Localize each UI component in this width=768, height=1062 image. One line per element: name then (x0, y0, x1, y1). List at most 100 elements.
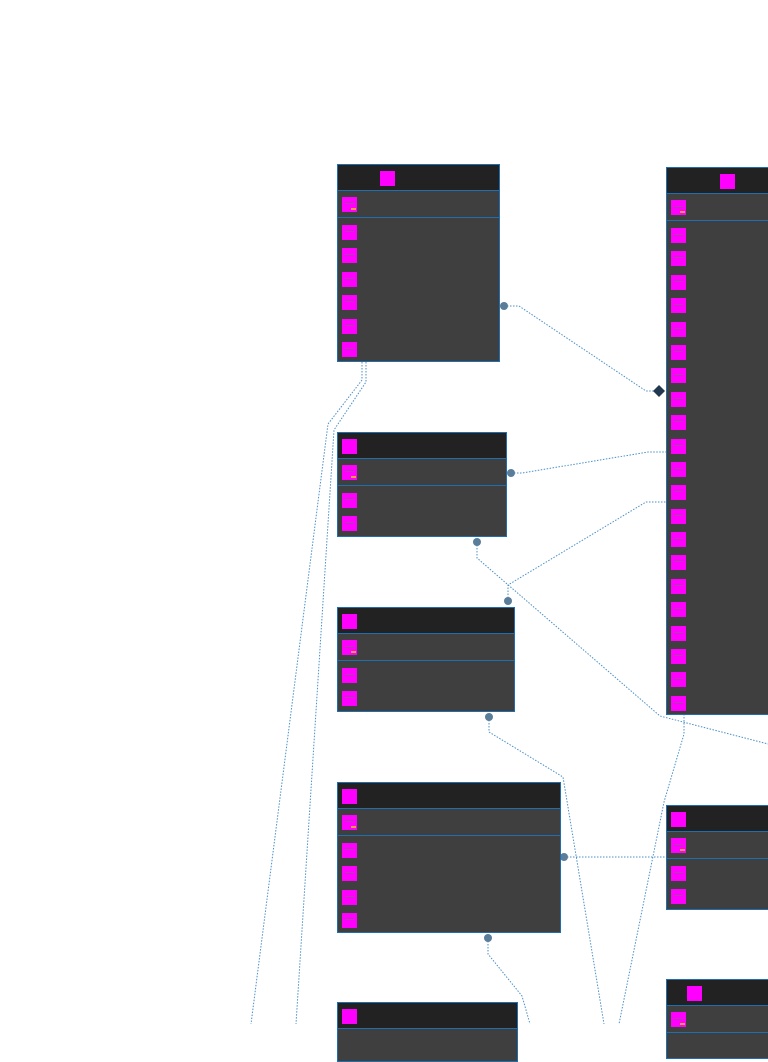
field-row[interactable] (338, 512, 506, 535)
field-type-icon (342, 889, 357, 905)
field-type-icon (342, 866, 357, 882)
field-type-icon (671, 251, 686, 267)
field-row[interactable] (338, 315, 499, 338)
entity-table[interactable] (337, 432, 507, 537)
field-type-icon (342, 295, 357, 311)
key-field-row[interactable] (338, 191, 499, 218)
connection-port[interactable] (473, 538, 481, 546)
field-row[interactable] (338, 909, 560, 932)
field-row[interactable] (667, 341, 768, 364)
primary-key-icon (342, 197, 357, 212)
field-row[interactable] (338, 664, 514, 687)
field-row[interactable] (338, 244, 499, 267)
field-row[interactable] (338, 338, 499, 361)
field-row[interactable] (667, 505, 768, 528)
entity-header[interactable] (338, 783, 560, 809)
field-type-icon (671, 508, 686, 524)
entity-table[interactable] (666, 167, 768, 715)
field-row[interactable] (667, 645, 768, 668)
field-type-icon (342, 668, 357, 683)
field-row[interactable] (667, 551, 768, 574)
entity-header[interactable] (338, 165, 499, 191)
field-row[interactable] (338, 886, 560, 909)
field-row[interactable] (667, 224, 768, 247)
field-type-icon (342, 248, 357, 264)
field-type-icon (671, 578, 686, 594)
field-type-icon (671, 672, 686, 688)
entity-table[interactable] (337, 164, 500, 362)
field-row[interactable] (667, 622, 768, 645)
field-row[interactable] (667, 247, 768, 270)
field-type-icon (671, 889, 686, 905)
table-icon (687, 986, 702, 1001)
field-type-icon (671, 415, 686, 431)
table-icon (380, 171, 395, 186)
connection-port[interactable] (504, 597, 512, 605)
field-type-icon (342, 271, 357, 287)
field-row[interactable] (667, 692, 768, 714)
field-type-icon (342, 516, 357, 532)
table-icon (671, 812, 686, 827)
entity-header[interactable] (667, 980, 768, 1006)
connection-port[interactable] (560, 853, 568, 861)
field-type-icon (671, 321, 686, 337)
field-row[interactable] (667, 598, 768, 621)
field-row[interactable] (338, 862, 560, 885)
field-row[interactable] (667, 668, 768, 691)
field-row[interactable] (667, 364, 768, 387)
entity-table[interactable] (337, 607, 515, 712)
key-field-row[interactable] (667, 832, 768, 859)
field-row[interactable] (338, 291, 499, 314)
field-row[interactable] (667, 481, 768, 504)
entity-header[interactable] (667, 806, 768, 832)
field-row[interactable] (667, 528, 768, 551)
entity-table[interactable] (337, 782, 561, 933)
connection-diamond[interactable] (653, 385, 665, 397)
connection-port[interactable] (485, 713, 493, 721)
key-field-row[interactable] (667, 1006, 768, 1033)
relationship-line[interactable] (507, 501, 666, 601)
field-type-icon (342, 341, 357, 357)
entity-header[interactable] (667, 168, 768, 194)
relationship-line[interactable] (511, 451, 666, 474)
table-icon (342, 1009, 357, 1024)
entity-table[interactable] (666, 805, 768, 910)
field-type-icon (671, 602, 686, 618)
connection-port[interactable] (507, 469, 515, 477)
table-icon (342, 614, 357, 629)
field-type-icon (671, 649, 686, 665)
entity-header[interactable] (338, 433, 506, 459)
key-field-row[interactable] (338, 634, 514, 661)
field-type-icon (342, 493, 357, 508)
field-type-icon (671, 695, 686, 711)
field-row[interactable] (667, 885, 768, 908)
relationship-line[interactable] (504, 305, 659, 392)
field-row[interactable] (667, 271, 768, 294)
field-row[interactable] (667, 435, 768, 458)
field-row[interactable] (338, 221, 499, 244)
key-field-row[interactable] (338, 809, 560, 836)
key-field-row[interactable] (338, 459, 506, 486)
field-row[interactable] (667, 575, 768, 598)
field-row[interactable] (338, 489, 506, 512)
entity-header[interactable] (338, 1003, 517, 1029)
entity-header[interactable] (338, 608, 514, 634)
field-row[interactable] (667, 411, 768, 434)
field-row[interactable] (667, 458, 768, 481)
field-row[interactable] (338, 687, 514, 710)
primary-key-icon (342, 815, 357, 830)
entity-table[interactable] (666, 979, 768, 1059)
connection-port[interactable] (500, 302, 508, 310)
field-row[interactable] (338, 839, 560, 862)
field-row[interactable] (667, 388, 768, 411)
field-row[interactable] (667, 862, 768, 885)
entity-table[interactable] (337, 1002, 518, 1062)
field-row[interactable] (667, 318, 768, 341)
field-type-icon (671, 485, 686, 501)
field-row[interactable] (338, 268, 499, 291)
field-row[interactable] (667, 294, 768, 317)
primary-key-icon (342, 640, 357, 655)
key-field-row[interactable] (667, 194, 768, 221)
connection-port[interactable] (484, 934, 492, 942)
